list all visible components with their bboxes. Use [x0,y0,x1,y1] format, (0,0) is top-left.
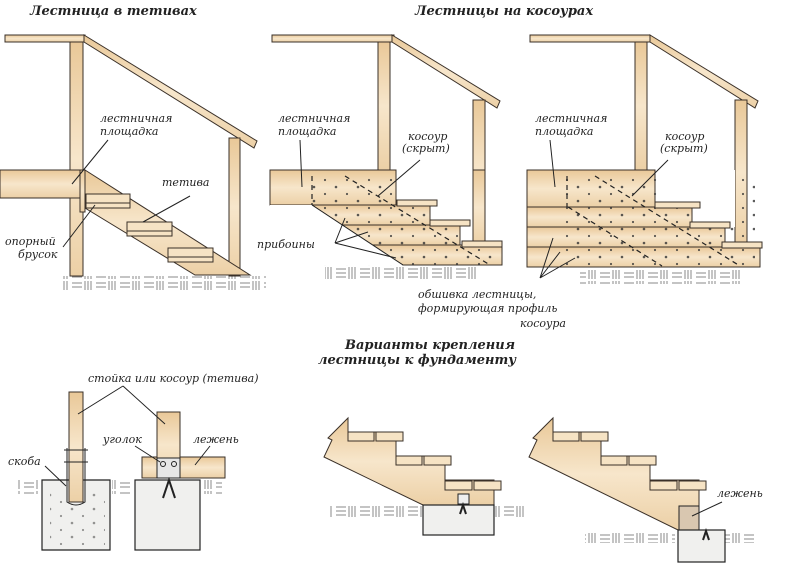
label-landing-2: площадка [535,125,593,138]
label-tetiva: тетива [162,176,209,189]
bracket-skoba [64,448,88,506]
label-landing-2: площадка [278,125,336,138]
support-bar [79,169,86,213]
post [69,41,84,277]
label-kosour-2: (скрыт) [660,142,708,155]
mounting-kosour-footing [323,416,524,536]
angle-bracket [156,457,181,479]
post [634,41,648,171]
railing [649,34,759,109]
top-beam [4,34,86,43]
post [68,391,84,503]
railing [83,34,258,149]
lezhen-beam [141,456,226,479]
treads [347,431,502,491]
railing [391,34,501,109]
lezhen-block [678,505,700,531]
title-kosour-stairs: Лестницы на косоурах [414,4,593,19]
label-landing-1: лестничная [278,112,350,125]
label-ugolok: уголок [102,433,142,446]
label-lezhen: лежень [193,433,239,446]
label-lezhen: лежень [717,487,763,500]
mounting-kosour-lezhen: лежень [528,416,763,563]
label-landing-2: площадка [100,125,158,138]
panel-stringer-stairs: лестничная площадка тетива опорный брусо… [0,34,266,290]
ground-hatch [325,266,480,280]
title-mounting-2: лестницы к фундаменту [318,353,517,368]
label-support-1: опорный [5,235,56,248]
title-stringer-stairs: Лестница в тетивах [29,4,197,19]
post [377,41,391,171]
treads [85,193,214,263]
label-cladding-1: обшивка лестницы, [418,288,536,301]
title-mounting-1: Варианты крепления [344,338,515,353]
label-skoba: скоба [8,455,41,468]
label-landing-1: лестничная [535,112,607,125]
label-kosour-2: (скрыт) [402,142,450,155]
ground-hatch [580,270,740,284]
label-cladding-2: формирующая профиль [418,302,557,315]
label-kosour-1: косоур [665,130,704,143]
concrete-footing [134,479,201,551]
panel-kosour-priboiny: лестничная площадка косоур (скрыт) прибо… [257,34,512,280]
ground-hatch [62,276,266,290]
label-priboiny: прибоины [257,238,315,251]
label-support-2: брусок [18,248,58,261]
post-right [228,137,241,277]
label-post-or-kosour: стойка или косоур (тетива) [88,372,258,385]
panel-kosour-cladding: лестничная площадка косоур (скрыт) обшив… [418,34,763,330]
concrete-footing [677,529,726,563]
concrete-footing [422,504,495,536]
landing-beam [0,169,84,199]
label-cladding-3: косоура [520,317,566,330]
label-kosour-1: косоур [408,130,447,143]
treads [552,431,707,491]
label-landing-1: лестничная [100,112,172,125]
mounting-post-details: стойка или косоур (тетива) скоба уголок … [8,372,258,551]
